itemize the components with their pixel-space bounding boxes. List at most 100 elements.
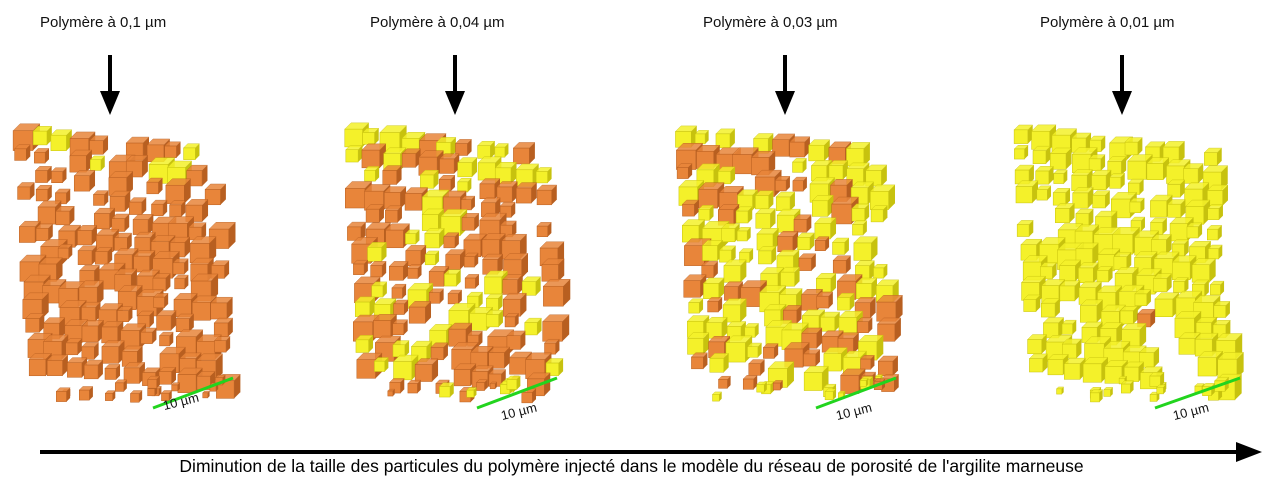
empty-pore [25, 313, 45, 333]
empty-pore [748, 359, 766, 376]
polymer-filled-pore [744, 323, 760, 338]
empty-pore [50, 167, 68, 183]
empty-pore [837, 332, 860, 354]
pore-network-model [674, 125, 904, 410]
empty-pore [482, 253, 504, 275]
empty-pore [392, 319, 409, 336]
polymer-filled-pore [775, 191, 796, 212]
polymer-filled-pore [424, 250, 440, 266]
polymer-filled-pore [1119, 306, 1139, 325]
empty-pore [461, 213, 480, 231]
polymer-filled-pore [485, 309, 504, 328]
polymer-filled-pore [1072, 187, 1094, 209]
polymer-filled-pore [1059, 259, 1082, 282]
polymer-filled-pore [1109, 172, 1126, 189]
empty-pore [361, 143, 387, 169]
polymer-filled-pore [1032, 145, 1052, 164]
scale-bar [152, 376, 234, 410]
empty-pore [92, 190, 109, 206]
empty-pore [391, 283, 407, 299]
polymer-filled-pore [1035, 166, 1055, 185]
empty-pore [793, 214, 812, 233]
empty-pore [792, 176, 808, 192]
empty-pore [189, 236, 217, 263]
polymer-filled-pore [371, 281, 388, 298]
polymer-filled-pore [1188, 241, 1212, 263]
polymer-filled-pore [1146, 157, 1170, 181]
polymer-filled-pore [545, 358, 564, 376]
small-pore [129, 390, 143, 403]
empty-pore [164, 141, 182, 158]
empty-pore [88, 135, 109, 155]
empty-pore [701, 261, 719, 278]
polymer-filled-pore [1071, 169, 1094, 191]
down-arrow-icon [1112, 55, 1132, 115]
polymer-filled-pore [89, 155, 106, 171]
empty-pore [392, 299, 409, 315]
polymer-filled-pore [1016, 220, 1034, 237]
polymer-filled-pore [466, 291, 484, 308]
empty-pore [185, 199, 209, 222]
polymer-filled-pore [524, 317, 543, 336]
polymer-filled-pore [404, 229, 421, 245]
empty-pore [816, 291, 834, 309]
polymer-filled-pore [1213, 301, 1231, 318]
empty-pore [150, 199, 168, 217]
polymer-filled-pore [392, 354, 419, 381]
small-pore [489, 381, 498, 390]
empty-pore [365, 204, 385, 223]
empty-pore [57, 244, 73, 259]
polymer-filled-pore [1054, 203, 1076, 223]
down-arrow-icon [775, 55, 795, 115]
polymer-filled-pore [477, 140, 496, 159]
empty-pore [18, 220, 42, 243]
polymer-filled-pore [494, 162, 518, 184]
pore-network-model [1013, 124, 1245, 410]
small-pore [1120, 380, 1135, 394]
empty-pore [34, 166, 53, 183]
small-pore [859, 378, 869, 387]
polymer-filled-pore [831, 237, 850, 255]
empty-pore [774, 176, 791, 192]
polymer-filled-pore [457, 178, 472, 193]
polymer-filled-pore [853, 236, 879, 261]
empty-pore [447, 289, 463, 305]
polymer-filled-pore [1172, 277, 1190, 293]
polymer-filled-pore [419, 169, 440, 189]
empty-pore [210, 296, 234, 320]
empty-pore [762, 343, 779, 359]
polymer-filled-pore [723, 259, 747, 283]
empty-pore [204, 183, 227, 206]
empty-pore [37, 200, 62, 225]
polymer-filled-pore [182, 143, 201, 160]
empty-pore [346, 221, 367, 241]
empty-pore [460, 195, 476, 211]
empty-pore [463, 252, 479, 268]
polymer-filled-pore [494, 143, 510, 158]
polymer-filled-pore [424, 228, 445, 249]
polymer-filled-pore [1186, 222, 1203, 239]
empty-pore [175, 313, 195, 332]
empty-pore [706, 297, 723, 313]
empty-pore [502, 292, 528, 317]
polymer-filled-pore [1049, 147, 1073, 170]
empty-pore [158, 366, 177, 385]
polymer-filled-pore [722, 298, 748, 323]
empty-pore [496, 181, 519, 203]
empty-pore [158, 331, 174, 347]
empty-pore [356, 352, 383, 379]
empty-pore [388, 261, 409, 281]
empty-pore [454, 139, 473, 156]
empty-pore [683, 274, 707, 298]
empty-pore [93, 207, 116, 230]
empty-pore [173, 274, 189, 290]
empty-pore [814, 236, 830, 251]
small-pore [407, 379, 422, 394]
polymer-filled-pore [1134, 289, 1152, 306]
empty-pore [35, 185, 53, 202]
small-pore [717, 375, 732, 389]
polymer-filled-pore [836, 293, 855, 311]
polymer-filled-pore [1042, 317, 1065, 339]
empty-pore [676, 163, 693, 179]
